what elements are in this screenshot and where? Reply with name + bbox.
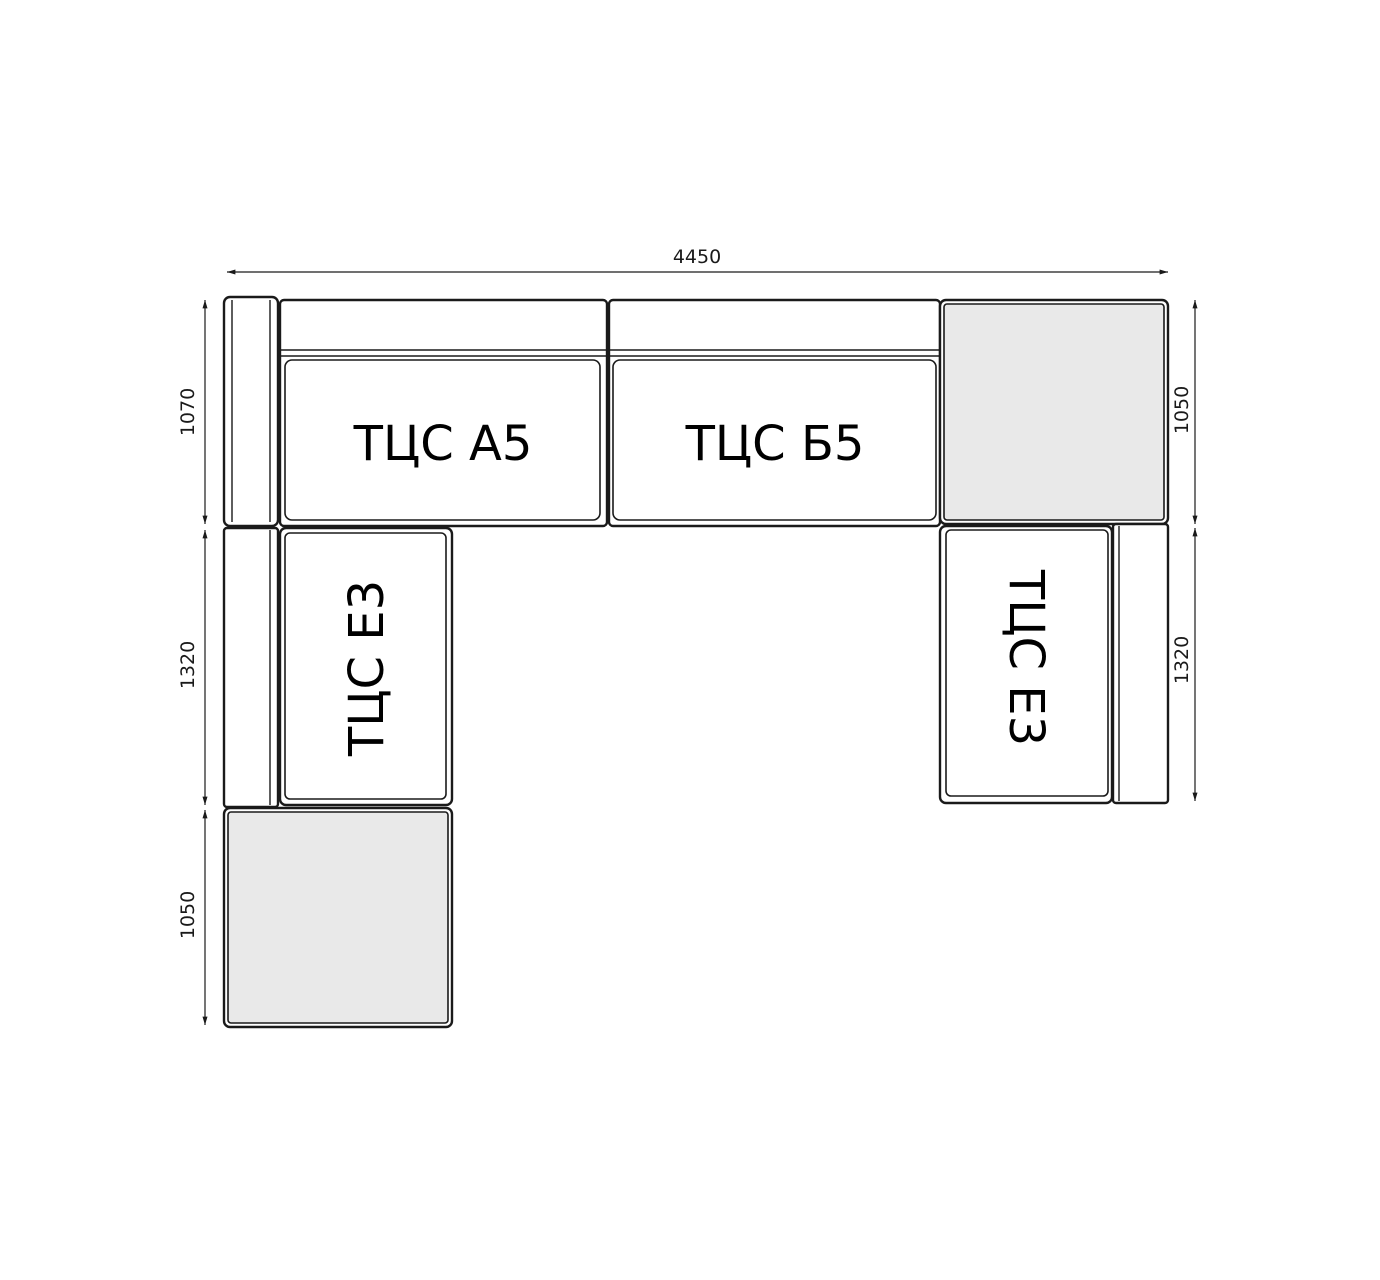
dimension-left-middle-text: 1320 — [177, 641, 199, 689]
dimension-left-middle: 1320 — [177, 530, 208, 805]
dimension-left-top: 1070 — [177, 300, 208, 524]
left-armrest-top — [222, 295, 280, 528]
dimension-left-bottom-text: 1050 — [177, 891, 199, 939]
dimension-left-top-text: 1070 — [177, 388, 199, 436]
module-e3-right — [938, 524, 1114, 805]
module-b5 — [607, 298, 942, 528]
dimension-overall-width: 4450 — [227, 246, 1168, 275]
dimension-right-top-text: 1050 — [1171, 386, 1193, 434]
module-e3-left — [278, 526, 454, 807]
dimension-right-top: 1050 — [1171, 300, 1198, 524]
dimension-left-bottom: 1050 — [177, 810, 208, 1025]
dimension-overall-width-text: 4450 — [673, 246, 721, 268]
label-module-a5: ТЦС А5 — [353, 416, 533, 472]
dimension-right-bottom: 1320 — [1171, 528, 1198, 801]
label-module-e3-right: ТЦС Е3 — [998, 569, 1054, 746]
right-armrest — [1111, 522, 1170, 805]
label-module-e3-left: ТЦС Е3 — [339, 580, 395, 757]
left-armrest-middle — [222, 526, 280, 809]
dimension-right-bottom-text: 1320 — [1171, 636, 1193, 684]
module-a5 — [278, 298, 609, 528]
corner-right — [938, 298, 1170, 526]
corner-left-bottom — [222, 806, 454, 1029]
label-module-b5: ТЦС Б5 — [685, 416, 865, 472]
